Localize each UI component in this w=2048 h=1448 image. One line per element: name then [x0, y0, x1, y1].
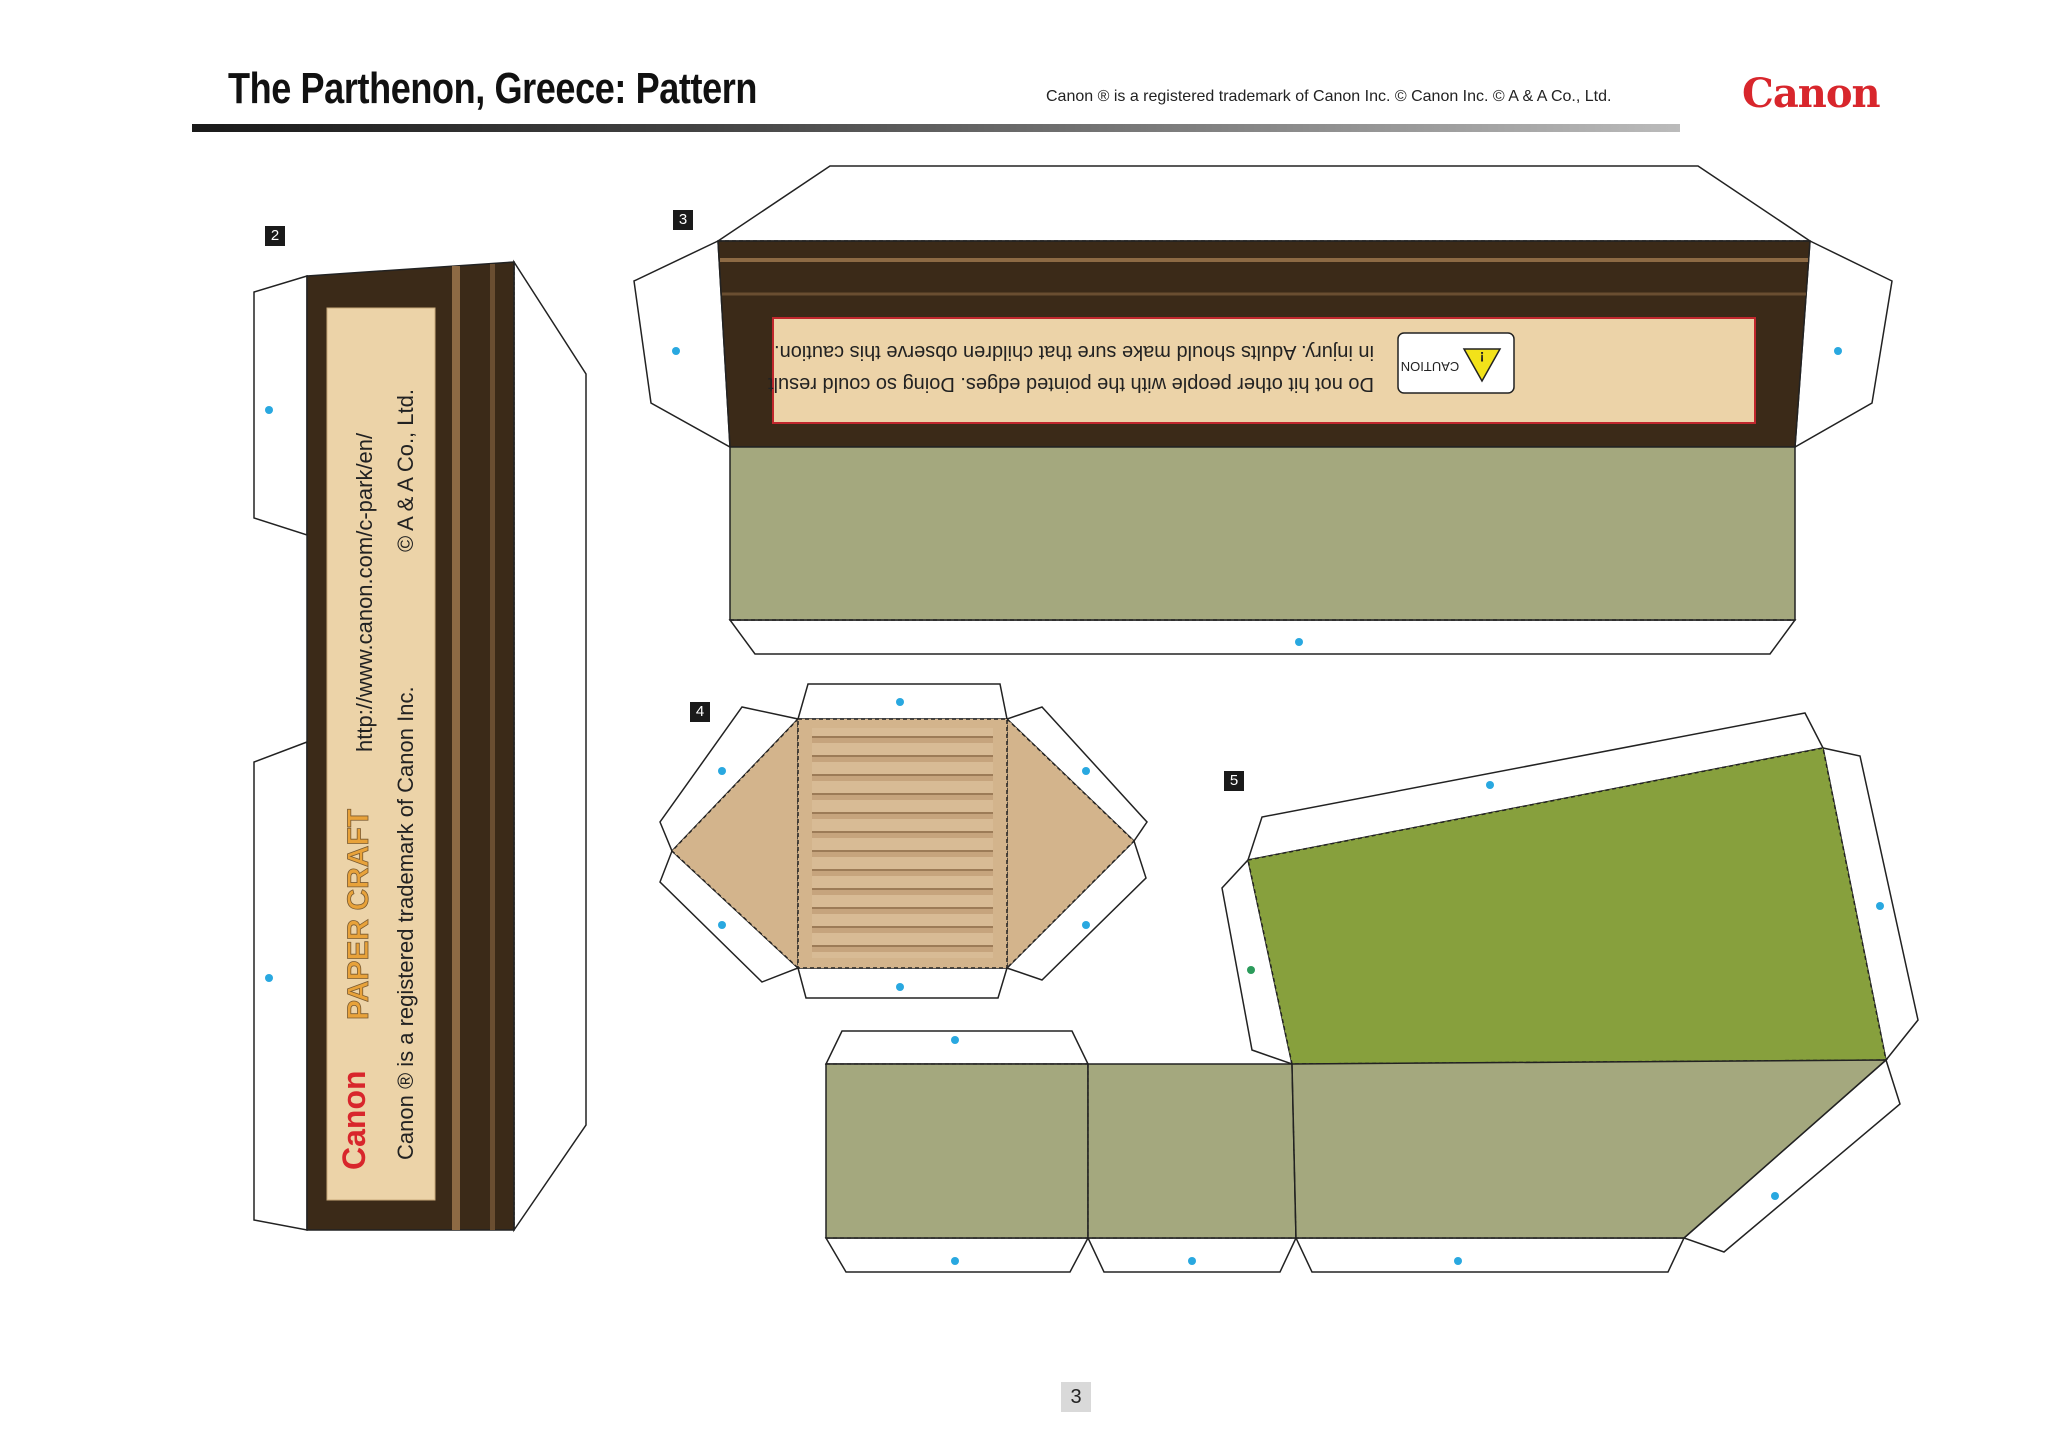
- piece-2-trademark: Canon ® is a registered trademark of Can…: [393, 686, 418, 1160]
- piece-number-3: 3: [673, 210, 693, 230]
- piece-5-tab-bottom-a: [824, 1237, 1090, 1273]
- glue-dot: [1082, 767, 1090, 775]
- piece-2-papercraft-logo: PAPER CRAFT: [342, 808, 376, 1020]
- caution-label: [1397, 332, 1515, 394]
- piece-3-tab-top: [715, 165, 1813, 242]
- glue-dot: [265, 406, 273, 414]
- piece-5-tab-bottom-c: [1294, 1237, 1686, 1273]
- warning-triangle-icon: [1462, 348, 1502, 383]
- svg-text:Canon ® is a registered tradem: Canon ® is a registered trademark of Can…: [393, 686, 418, 1160]
- piece-4-roof-tiles: [812, 728, 993, 958]
- piece-2: Canon PAPER CRAFT http://www.canon.com/c…: [253, 259, 587, 1233]
- piece-2-url: http://www.canon.com/c-park/en/: [352, 432, 377, 752]
- piece-5-tab-bottom-b: [1086, 1237, 1298, 1273]
- glue-dot: [951, 1257, 959, 1265]
- piece-2-tab-right: [513, 259, 587, 1233]
- glue-dot: [1454, 1257, 1462, 1265]
- piece-3-tab-bottom: [728, 619, 1797, 655]
- piece-3: ! CAUTION Do not hit other people with t…: [633, 165, 1893, 655]
- piece-2-tab-lower: [253, 740, 308, 1231]
- glue-dot: [1486, 781, 1494, 789]
- glue-dot: [672, 347, 680, 355]
- piece-number-4: 4: [690, 702, 710, 722]
- glue-dot: [1834, 347, 1842, 355]
- glue-dot: [718, 921, 726, 929]
- piece-number-2: 2: [265, 226, 285, 246]
- piece-3-tab-left: [633, 239, 731, 449]
- piece-4-tab-bottom: [797, 967, 1009, 999]
- piece-5-wall-a: [825, 1063, 1089, 1239]
- svg-text:© A & A Co., Ltd.: © A & A Co., Ltd.: [393, 389, 418, 552]
- piece-2-brand-logo: Canon: [336, 1070, 372, 1170]
- piece-2-copyright: © A & A Co., Ltd.: [393, 389, 418, 552]
- glue-dot: [1771, 1192, 1779, 1200]
- piece-2-tab-upper: [253, 274, 308, 537]
- piece-2-label: [326, 307, 436, 1201]
- page-number: 3: [1061, 1382, 1091, 1412]
- svg-text:PAPER CRAFT: PAPER CRAFT: [342, 809, 375, 1020]
- glue-dot: [1188, 1257, 1196, 1265]
- piece-5-wall-b: [1087, 1063, 1297, 1239]
- svg-text:http://www.canon.com/c-park/en: http://www.canon.com/c-park/en/: [352, 432, 377, 752]
- header-trademark: Canon ® is a registered trademark of Can…: [1046, 88, 1612, 105]
- glue-dot: [1295, 638, 1303, 646]
- piece-2-stripe: [452, 266, 460, 1230]
- page-title: The Parthenon, Greece: Pattern: [228, 64, 758, 113]
- piece-3-wall: [729, 446, 1796, 621]
- piece-2-stripe: [490, 264, 495, 1230]
- caution-content: ! CAUTION Do not hit other people with t…: [768, 332, 1515, 395]
- canon-logo: Canon: [1742, 70, 1881, 117]
- glue-dot: [265, 974, 273, 982]
- header-rule: [192, 124, 1680, 132]
- glue-dot: [896, 698, 904, 706]
- piece-5: [824, 712, 1919, 1273]
- piece-3-tab-right: [1794, 239, 1893, 449]
- piece-4: [659, 683, 1148, 999]
- piece-5-tab-top-left: [824, 1030, 1090, 1065]
- svg-text:!: !: [1480, 349, 1485, 365]
- glue-dot: [1247, 966, 1255, 974]
- svg-text:Canon: Canon: [336, 1070, 372, 1170]
- piece-number-5: 5: [1224, 771, 1244, 791]
- caution-line-1: Do not hit other people with the pointed…: [768, 373, 1374, 395]
- caution-box: [772, 317, 1756, 424]
- glue-dot: [951, 1036, 959, 1044]
- caution-title: CAUTION: [1401, 359, 1460, 374]
- piece-4-right-pediment: [1006, 717, 1136, 970]
- piece-5-tab-top: [1246, 712, 1825, 861]
- caution-line-2: in injury. Adults should make sure that …: [774, 341, 1374, 363]
- glue-dot: [718, 767, 726, 775]
- glue-dot: [896, 983, 904, 991]
- glue-dot: [1876, 902, 1884, 910]
- glue-dot: [1082, 921, 1090, 929]
